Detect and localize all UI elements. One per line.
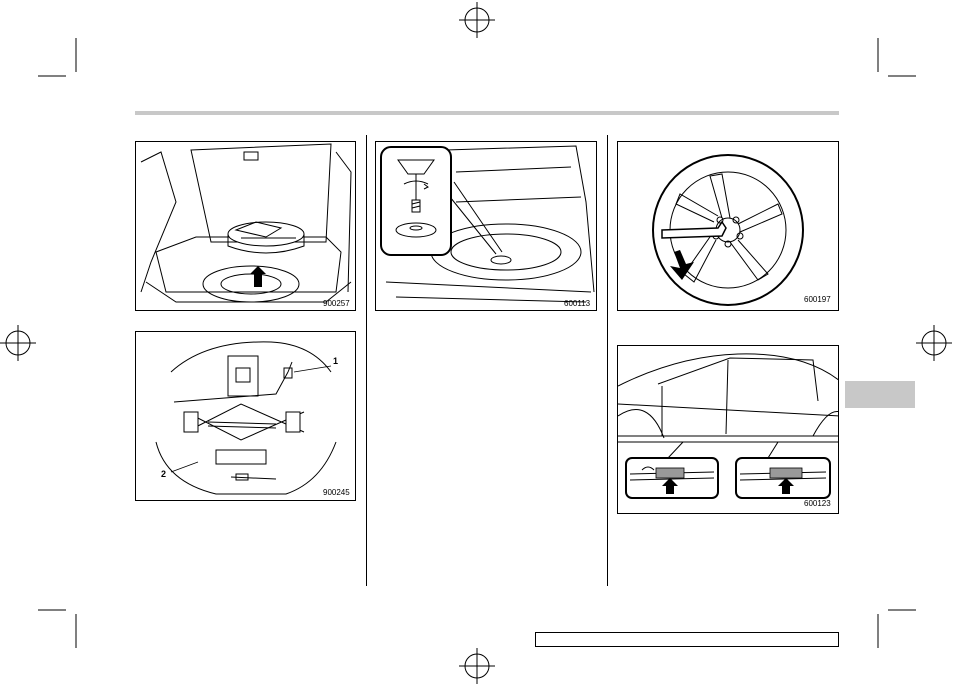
figure-code: 600113 — [564, 299, 590, 308]
figure-code: 900245 — [323, 488, 350, 497]
figure-code: 900257 — [323, 299, 350, 308]
cargo-tray-illustration — [136, 142, 356, 311]
figure-jack: 1 2 900245 — [135, 331, 356, 501]
header-rule — [135, 111, 839, 115]
section-tab — [845, 381, 915, 408]
figure-wheel-wrench: 600197 — [617, 141, 839, 311]
jack-illustration — [136, 332, 356, 501]
column-separator-2 — [607, 135, 608, 586]
spare-bolt-illustration — [376, 142, 597, 311]
figure-code: 600123 — [804, 499, 831, 508]
callout-1: 1 — [333, 356, 338, 366]
figure-jack-points: 600123 — [617, 345, 839, 514]
footer-box — [535, 632, 839, 647]
jack-points-illustration — [618, 346, 839, 514]
figure-code: 600197 — [804, 295, 831, 304]
figure-cargo-tray: 900257 — [135, 141, 356, 311]
wheel-wrench-illustration — [618, 142, 839, 311]
column-separator-1 — [366, 135, 367, 586]
callout-2: 2 — [161, 469, 166, 479]
figure-spare-bolt: 600113 — [375, 141, 597, 311]
